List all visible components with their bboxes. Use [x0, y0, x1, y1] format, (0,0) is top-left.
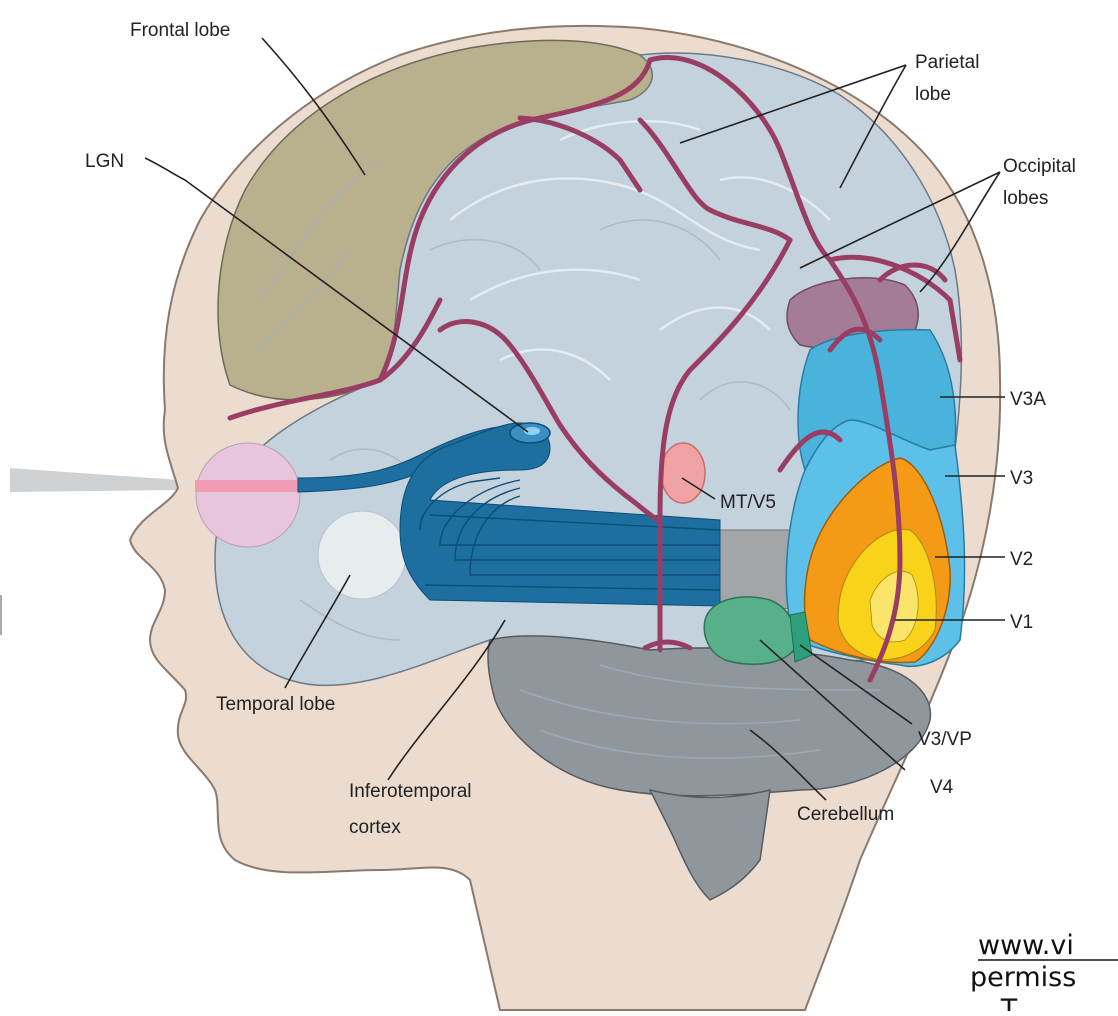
label-occipital-lobes-line1: Occipital — [1003, 156, 1076, 177]
footer-permission: permiss — [970, 962, 1076, 993]
label-occipital-lobes-line2: lobes — [1003, 188, 1048, 209]
label-mt-v5: MT/V5 — [720, 492, 776, 513]
label-frontal-lobe: Frontal lobe — [130, 20, 230, 41]
label-cerebellum: Cerebellum — [797, 804, 894, 825]
optic-nerve-pink — [195, 480, 298, 492]
v4 — [704, 597, 796, 664]
label-lgn: LGN — [85, 151, 124, 172]
label-v2: V2 — [1010, 549, 1033, 570]
temporal-pale-region — [318, 511, 406, 599]
label-v3a: V3A — [1010, 389, 1046, 410]
eye — [196, 443, 300, 547]
label-temporal-lobe: Temporal lobe — [216, 694, 335, 715]
label-inferotemporal-line1: Inferotemporal — [349, 781, 472, 802]
label-v1: V1 — [1010, 612, 1033, 633]
label-parietal-lobe-line1: Parietal — [915, 52, 979, 73]
footer-line3: ...T... — [975, 994, 1040, 1011]
light-ray — [10, 468, 180, 492]
mt-v5 — [661, 443, 705, 503]
footer-url[interactable]: www.vi — [978, 930, 1074, 961]
label-parietal-lobe-line2: lobe — [915, 84, 951, 105]
label-inferotemporal-line2: cortex — [349, 817, 401, 838]
label-v3-vp: V3/VP — [918, 729, 972, 750]
label-v3: V3 — [1010, 468, 1033, 489]
label-v4: V4 — [930, 777, 954, 798]
